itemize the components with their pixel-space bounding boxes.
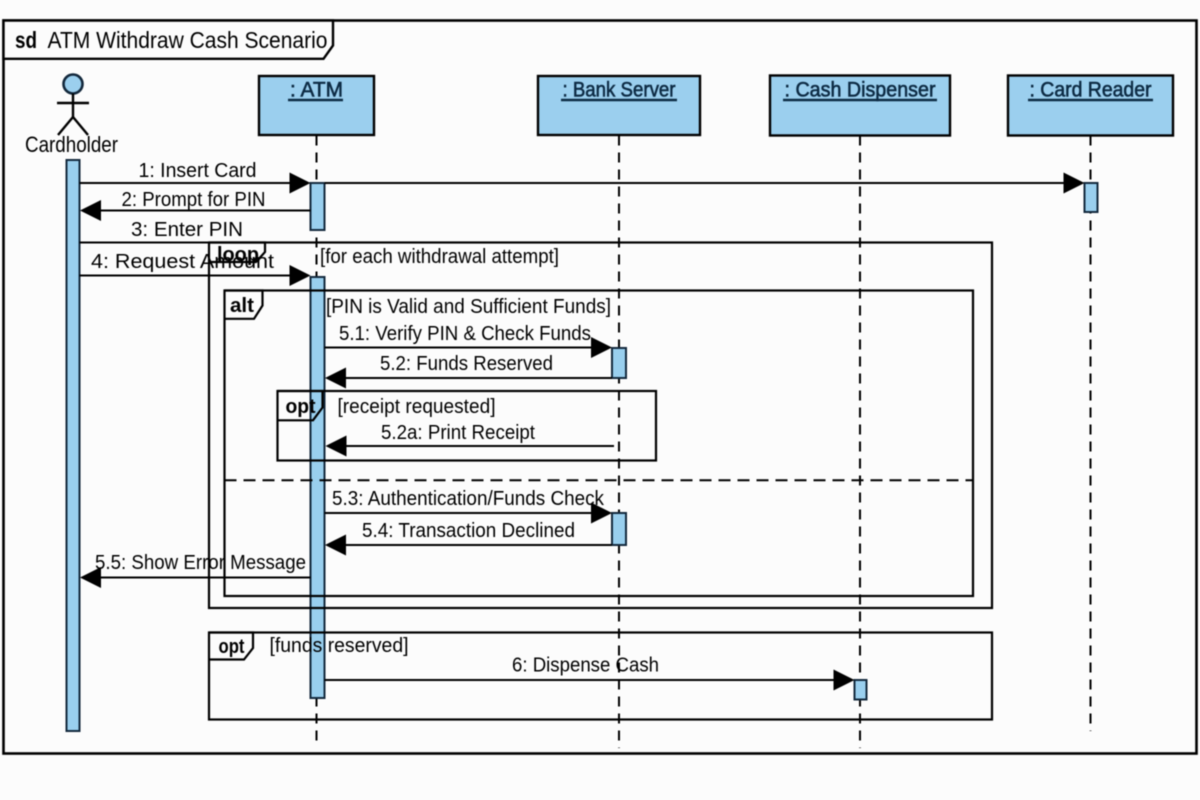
svg-text:[funds reserved]: [funds reserved] xyxy=(270,635,409,657)
svg-text:2: Prompt for PIN: 2: Prompt for PIN xyxy=(122,189,266,211)
svg-text:[for each withdrawal attempt]: [for each withdrawal attempt] xyxy=(320,246,559,268)
svg-text:[receipt requested]: [receipt requested] xyxy=(338,396,496,418)
svg-text:: Bank Server: : Bank Server xyxy=(563,78,676,102)
svg-text:Cardholder: Cardholder xyxy=(25,132,118,157)
svg-text:5.3: Authentication/Funds Chec: 5.3: Authentication/Funds Check xyxy=(332,488,605,510)
svg-text:loop: loop xyxy=(217,244,259,266)
svg-text:: Card Reader: : Card Reader xyxy=(1030,78,1152,102)
svg-text:opt: opt xyxy=(286,396,316,418)
svg-text:5.5: Show Error Message: 5.5: Show Error Message xyxy=(95,552,306,574)
svg-text:[PIN is Valid and Sufficient F: [PIN is Valid and Sufficient Funds] xyxy=(326,296,611,318)
svg-text:ATM Withdraw Cash Scenario: ATM Withdraw Cash Scenario xyxy=(48,27,328,53)
svg-text:4: Request Amount: 4: Request Amount xyxy=(91,251,274,273)
svg-text:5.1: Verify PIN & Check Funds: 5.1: Verify PIN & Check Funds xyxy=(339,323,591,345)
svg-text:5.4: Transaction Declined: 5.4: Transaction Declined xyxy=(362,520,575,542)
svg-text:: Cash Dispenser: : Cash Dispenser xyxy=(785,78,936,102)
svg-text:sd: sd xyxy=(15,27,37,53)
svg-text:1: Insert Card: 1: Insert Card xyxy=(139,160,257,182)
svg-text:opt: opt xyxy=(219,636,245,658)
svg-text:3: Enter PIN: 3: Enter PIN xyxy=(131,219,243,241)
svg-text:5.2a: Print Receipt: 5.2a: Print Receipt xyxy=(381,422,535,444)
svg-text:: ATM: : ATM xyxy=(290,78,343,102)
svg-text:6: Dispense Cash: 6: Dispense Cash xyxy=(512,655,659,677)
svg-text:5.2: Funds Reserved: 5.2: Funds Reserved xyxy=(380,353,553,375)
svg-text:alt: alt xyxy=(230,295,254,317)
